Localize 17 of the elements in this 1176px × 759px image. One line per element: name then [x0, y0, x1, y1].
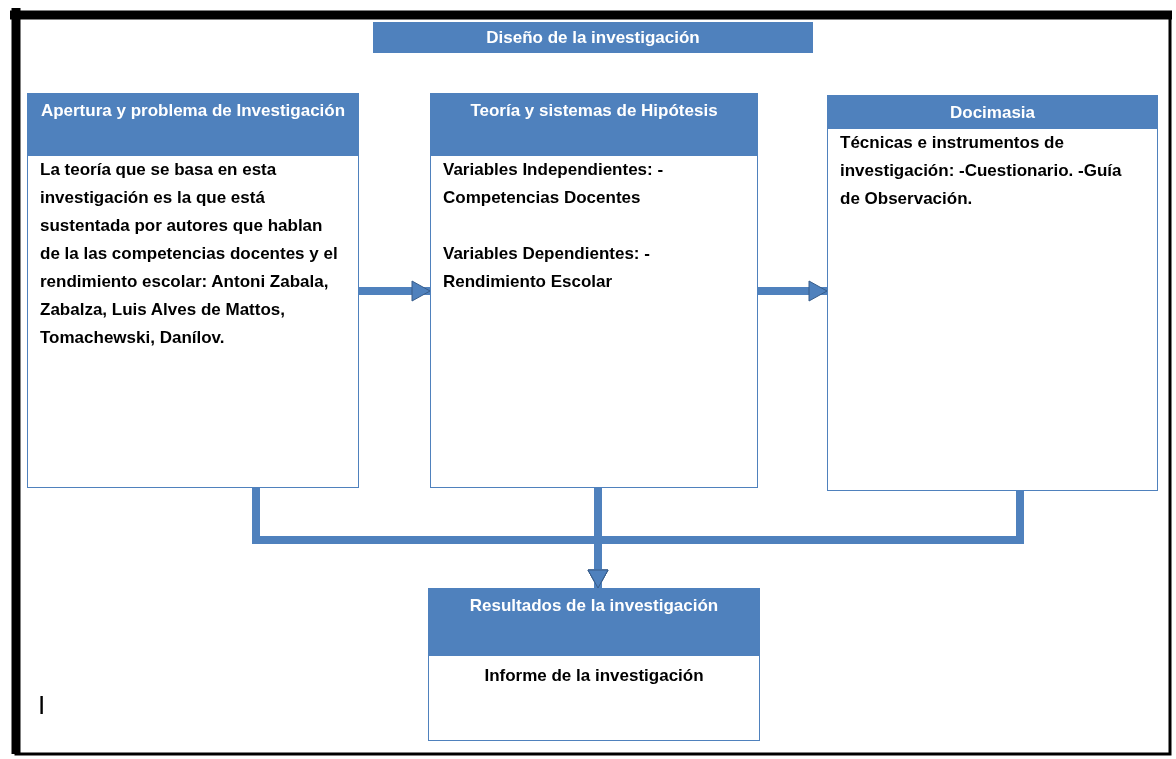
title-banner: Diseño de la investigación — [373, 22, 813, 53]
box-heading: Teoría y sistemas de Hipótesis — [431, 94, 757, 156]
arrow — [359, 280, 431, 302]
box-text: Técnicas e instrumentos de investigación: -Cuestionario. -Guía de Observación. — [839, 132, 1123, 210]
box-heading: Resultados de la investigación — [429, 589, 759, 656]
box-text: Informe de la investigación — [483, 665, 705, 687]
stray-mark: I — [38, 690, 46, 721]
box-heading: Apertura y problema de Investigación — [28, 94, 358, 156]
box-heading: Docimasia — [828, 96, 1157, 129]
process-box — [27, 93, 359, 488]
process-box — [827, 95, 1158, 491]
process-box — [430, 93, 758, 488]
box-text: Variables Independientes: -Competencias Docentes — [442, 159, 665, 209]
arrow — [758, 280, 828, 302]
box-text: La teoría que se basa en esta investigación es la que está sustentada por autores que hablan de la las competencias docentes y el rendimiento escolar: Antoni Zabala, Zabalza, Luis Alves de Mattos, Tomachewski, Danílov. — [39, 159, 339, 349]
box-text: Variables Dependientes: -Rendimiento Escolar — [442, 243, 651, 293]
process-box — [428, 588, 760, 741]
